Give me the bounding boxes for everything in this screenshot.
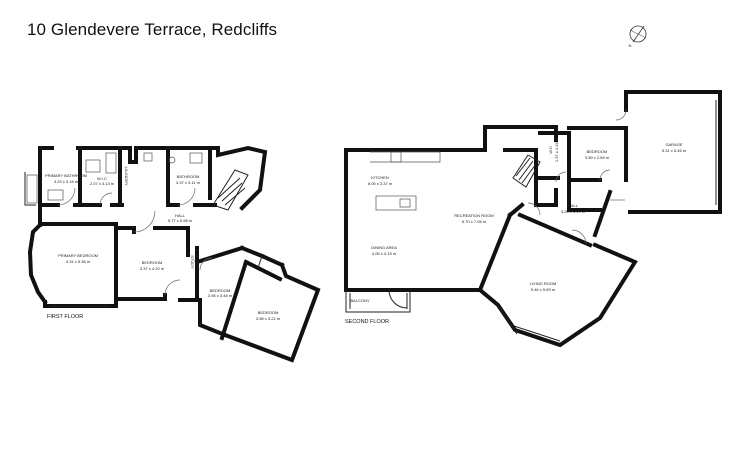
room-dims-study: 1.15 x 1.77 m xyxy=(195,250,200,275)
page-title: 10 Glendevere Terrace, Redcliffs xyxy=(27,20,278,39)
room-name-bedroom-c: BEDROOM xyxy=(258,310,279,315)
room-dims-wic: 2.07 x 3.13 m xyxy=(90,181,115,186)
room-name-bedroom-b: BEDROOM xyxy=(210,288,231,293)
second-floor-labels: KITCHEN 6.05 x 3.37 m RECREATION ROOM 5.… xyxy=(345,137,687,325)
second-floor-plan xyxy=(344,90,722,348)
room-name-balcony: BALCONY xyxy=(350,298,369,303)
room-dims-hall-second: 3.20 x 3.17 m xyxy=(561,209,586,214)
room-name-hall-first: HALL xyxy=(175,213,186,218)
room-dims-bedroom-d: 3.59 x 2.65 m xyxy=(585,155,610,160)
room-dims-kitchen: 6.05 x 3.37 m xyxy=(368,181,393,186)
room-dims-bedroom-a: 3.37 x 4.20 m xyxy=(140,266,165,271)
room-name-recreation: RECREATION ROOM xyxy=(454,213,493,218)
room-name-garage: GARAGE xyxy=(665,142,682,147)
room-dims-dining: 4.05 x 4.19 m xyxy=(372,251,397,256)
first-floor-labels: PRIMARY BATHROOM 3.23 x 3.16 m W.I.C 2.0… xyxy=(45,166,281,321)
room-dims-hall-first: 5.77 x 0.98 m xyxy=(168,218,193,223)
room-dims-garage: 5.31 x 5.46 m xyxy=(662,148,687,153)
room-name-dining: DINING AREA xyxy=(371,245,397,250)
second-floor-label: SECOND FLOOR xyxy=(345,319,389,325)
room-dims-bedroom-b: 3.98 x 3.48 m xyxy=(208,293,233,298)
room-name-primary-bathroom: PRIMARY BATHROOM xyxy=(45,173,87,178)
room-name-kitchen: KITCHEN xyxy=(371,175,389,180)
room-dims-wc: 1.37 x 1.34 m xyxy=(554,137,559,162)
compass-label: N xyxy=(629,43,632,48)
room-name-bedroom-a: BEDROOM xyxy=(142,260,163,265)
room-name-laundry: LAUNDRY xyxy=(124,166,129,185)
room-name-hall-second: HALL xyxy=(568,203,579,208)
room-dims-recreation: 5.70 x 7.06 m xyxy=(462,219,487,224)
room-name-study: STUDY xyxy=(190,255,195,269)
room-name-wic: W.I.C xyxy=(97,176,107,181)
room-dims-bathroom: 3.37 x 3.11 m xyxy=(176,180,201,185)
room-dims-bedroom-c: 3.98 x 3.22 m xyxy=(256,316,281,321)
room-name-living: LIVING ROOM xyxy=(530,281,557,286)
room-name-primary-bedroom: PRIMARY BEDROOM xyxy=(58,253,98,258)
first-floor-label: FIRST FLOOR xyxy=(47,314,83,320)
north-compass-icon: N xyxy=(629,25,647,48)
room-dims-primary-bathroom: 3.23 x 3.16 m xyxy=(54,179,79,184)
room-name-bedroom-d: BEDROOM xyxy=(587,149,608,154)
first-floor-plan xyxy=(24,145,321,363)
room-dims-living: 5.46 x 5.89 m xyxy=(531,287,556,292)
room-name-wc: W.C xyxy=(548,146,553,154)
room-dims-primary-bedroom: 4.31 x 5.36 m xyxy=(66,259,91,264)
room-name-bathroom: BATHROOM xyxy=(177,174,200,179)
